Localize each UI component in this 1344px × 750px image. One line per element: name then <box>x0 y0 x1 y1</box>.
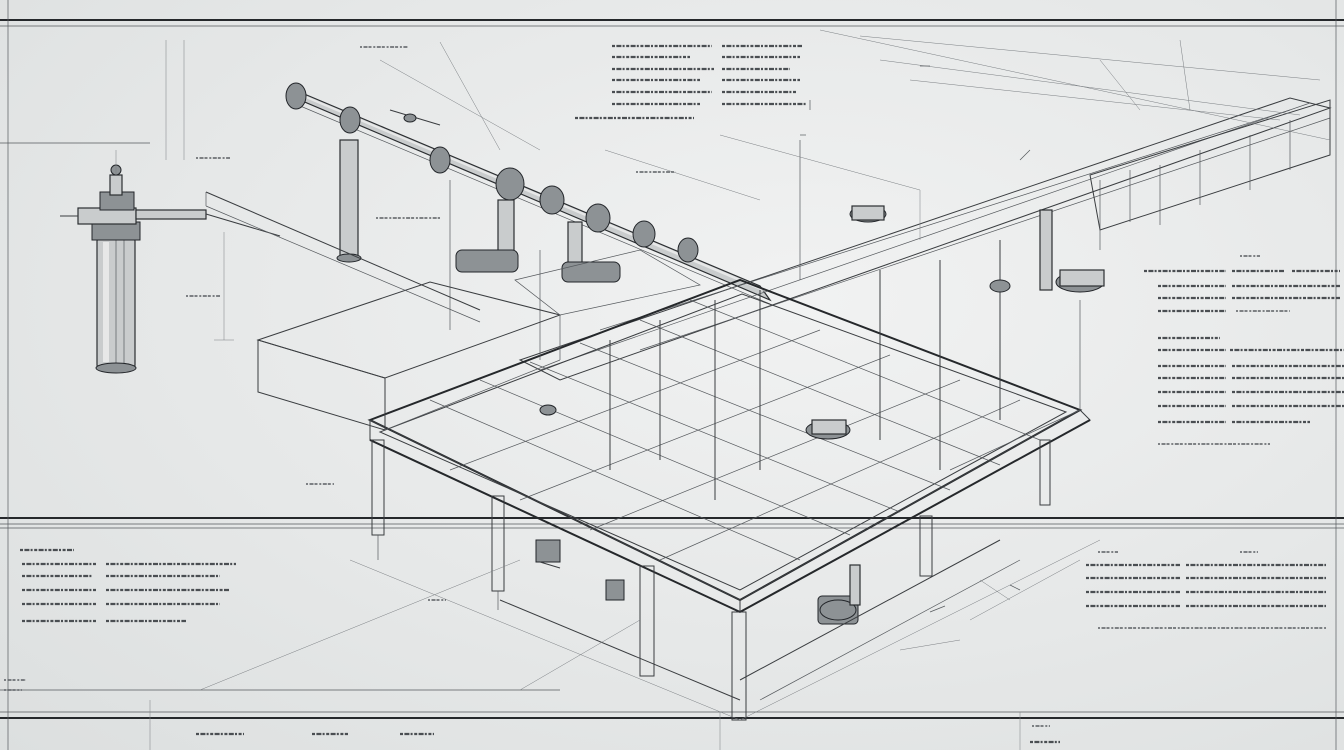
pipe-run <box>285 82 887 305</box>
left-lower-notes <box>20 548 446 623</box>
right-lower-notes <box>1086 551 1326 629</box>
top-center-notes <box>360 44 806 173</box>
steel-platform <box>199 41 1105 721</box>
right-upper-notes <box>1144 255 1340 313</box>
pump-icon <box>60 150 281 374</box>
upper-right-conduit <box>518 29 1332 381</box>
dimension-ticks <box>800 65 1031 613</box>
bottom-title-strip <box>4 679 1060 744</box>
left-upper-notes <box>186 157 440 485</box>
right-middle-notes <box>1158 336 1344 445</box>
